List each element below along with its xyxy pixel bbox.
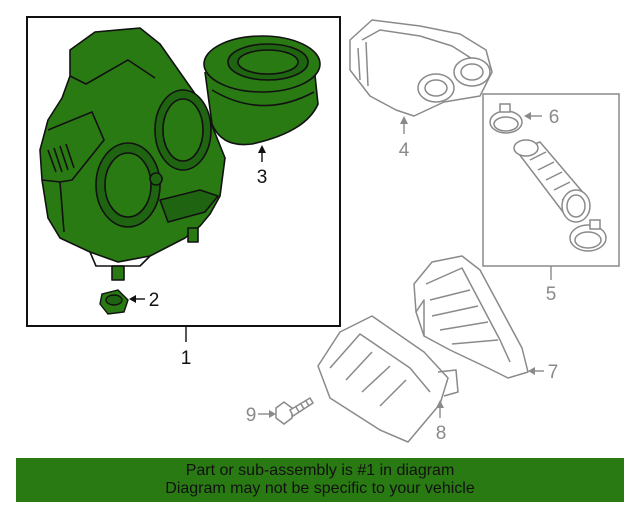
callout-8-label[interactable]: 8 bbox=[436, 423, 447, 444]
callout-3-label[interactable]: 3 bbox=[257, 167, 268, 188]
footer-banner: Part or sub-assembly is #1 in diagram Di… bbox=[16, 458, 624, 502]
bolt-part-9[interactable] bbox=[275, 396, 315, 425]
callout-8-arrow bbox=[436, 400, 444, 408]
clamp-lower[interactable] bbox=[569, 219, 607, 252]
callout-4-label[interactable]: 4 bbox=[399, 140, 410, 161]
callout-7-arrow bbox=[528, 367, 535, 375]
assembly-1-frame bbox=[26, 16, 341, 327]
callout-3-arrow bbox=[258, 145, 266, 153]
cover-part-8[interactable] bbox=[317, 315, 459, 443]
callout-5-label[interactable]: 5 bbox=[546, 284, 557, 305]
callout-9-arrow bbox=[269, 410, 276, 418]
bellows-hose[interactable] bbox=[513, 139, 591, 223]
filter-element-part-3[interactable] bbox=[203, 35, 321, 146]
callout-7-label[interactable]: 7 bbox=[548, 362, 559, 383]
intake-duct-part-4[interactable] bbox=[349, 19, 493, 117]
callout-4-arrow bbox=[400, 116, 408, 124]
footer-line-2: Diagram may not be specific to your vehi… bbox=[165, 480, 475, 497]
footer-line-1: Part or sub-assembly is #1 in diagram bbox=[185, 462, 455, 479]
air-cleaner-housing[interactable] bbox=[39, 27, 226, 281]
clamp-part-6[interactable] bbox=[489, 103, 523, 134]
callout-2-label[interactable]: 2 bbox=[149, 290, 160, 311]
callout-1-label[interactable]: 1 bbox=[181, 348, 192, 369]
callout-6-label[interactable]: 6 bbox=[549, 107, 560, 128]
callout-2-arrow bbox=[129, 295, 136, 303]
callout-9-label[interactable]: 9 bbox=[246, 405, 257, 426]
air-duct-part-7[interactable] bbox=[413, 255, 529, 379]
callout-6-arrow bbox=[524, 112, 531, 120]
grommet-part-2[interactable] bbox=[99, 289, 129, 315]
